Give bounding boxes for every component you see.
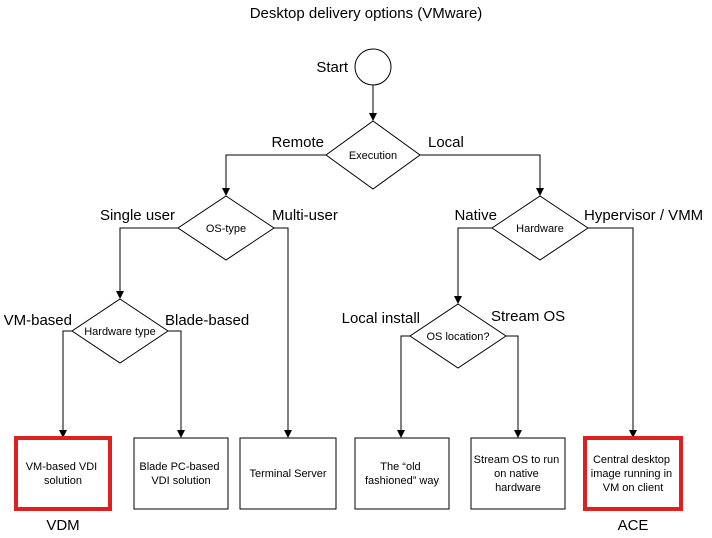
connector-local-install — [400, 335, 410, 431]
outcome-stream-os — [470, 437, 566, 510]
outcome-old-fashioned-text: The “old fashioned” way — [365, 461, 439, 487]
outcome-stream-os-text: Stream OS to run on native hardware — [474, 454, 563, 494]
branch-label-native: Native — [454, 207, 497, 224]
decision-hardware-text: Hardware — [516, 223, 564, 235]
decision-execution — [325, 120, 421, 190]
arrowhead — [222, 188, 230, 196]
branch-label-stream-os: Stream OS — [491, 308, 565, 325]
connector-stream-os — [506, 335, 519, 431]
decision-hardware-type-text: Hardware type — [84, 326, 156, 338]
arrowhead — [369, 113, 377, 121]
connector-native — [457, 227, 492, 297]
outcome-blade-pc-vdi — [133, 437, 229, 510]
caption-ace: ACE — [618, 517, 649, 534]
branch-label-multi-user: Multi-user — [272, 207, 338, 224]
decision-os-location-text: OS location? — [427, 331, 490, 343]
outcome-blade-pc-vdi-text: Blade PC-based VDI solution — [139, 461, 222, 487]
branch-label-blade-based: Blade-based — [165, 312, 249, 329]
decision-os-type-text: OS-type — [206, 223, 246, 235]
outcome-central-desktop-text: Central desktop image running in VM on c… — [591, 454, 675, 494]
connector-multi-user — [274, 227, 289, 431]
decision-os-location — [409, 303, 507, 369]
outcome-terminal-server-text: Terminal Server — [249, 468, 326, 480]
decision-hardware — [491, 195, 589, 261]
outcome-vm-based-vdi-text: VM-based VDI solution — [26, 461, 101, 487]
branch-label-single-user: Single user — [100, 207, 175, 224]
decision-execution-text: Execution — [349, 150, 397, 162]
decision-os-type — [177, 195, 275, 261]
connector-vm-based — [62, 330, 72, 431]
arrowhead — [177, 430, 185, 438]
start-node — [354, 48, 392, 86]
connector-hypervisor — [588, 227, 634, 431]
connector-remote — [225, 154, 326, 189]
caption-vdm: VDM — [46, 517, 79, 534]
connector-local — [420, 154, 541, 189]
branch-label-vm-based: VM-based — [4, 312, 72, 329]
arrowhead — [59, 430, 67, 438]
arrowhead — [397, 430, 405, 438]
connector-blade-based — [168, 330, 182, 431]
outcome-old-fashioned — [354, 437, 450, 510]
branch-label-local: Local — [428, 134, 464, 151]
branch-label-remote: Remote — [271, 134, 324, 151]
decision-hardware-type — [71, 298, 169, 364]
start-label: Start — [316, 59, 349, 76]
arrowhead — [284, 430, 292, 438]
branch-label-hypervisor: Hypervisor / VMM — [584, 207, 703, 224]
arrowhead — [116, 291, 124, 299]
connector-single-user — [119, 227, 178, 292]
outcome-central-desktop — [583, 436, 683, 511]
diagram-title: Desktop delivery options (VMware) — [250, 5, 483, 22]
arrowhead — [536, 188, 544, 196]
arrowhead — [454, 296, 462, 304]
arrowhead — [514, 430, 522, 438]
branch-label-local-install: Local install — [342, 310, 420, 327]
outcome-terminal-server — [239, 437, 337, 510]
outcome-vm-based-vdi — [14, 436, 112, 511]
arrowhead — [629, 430, 637, 438]
